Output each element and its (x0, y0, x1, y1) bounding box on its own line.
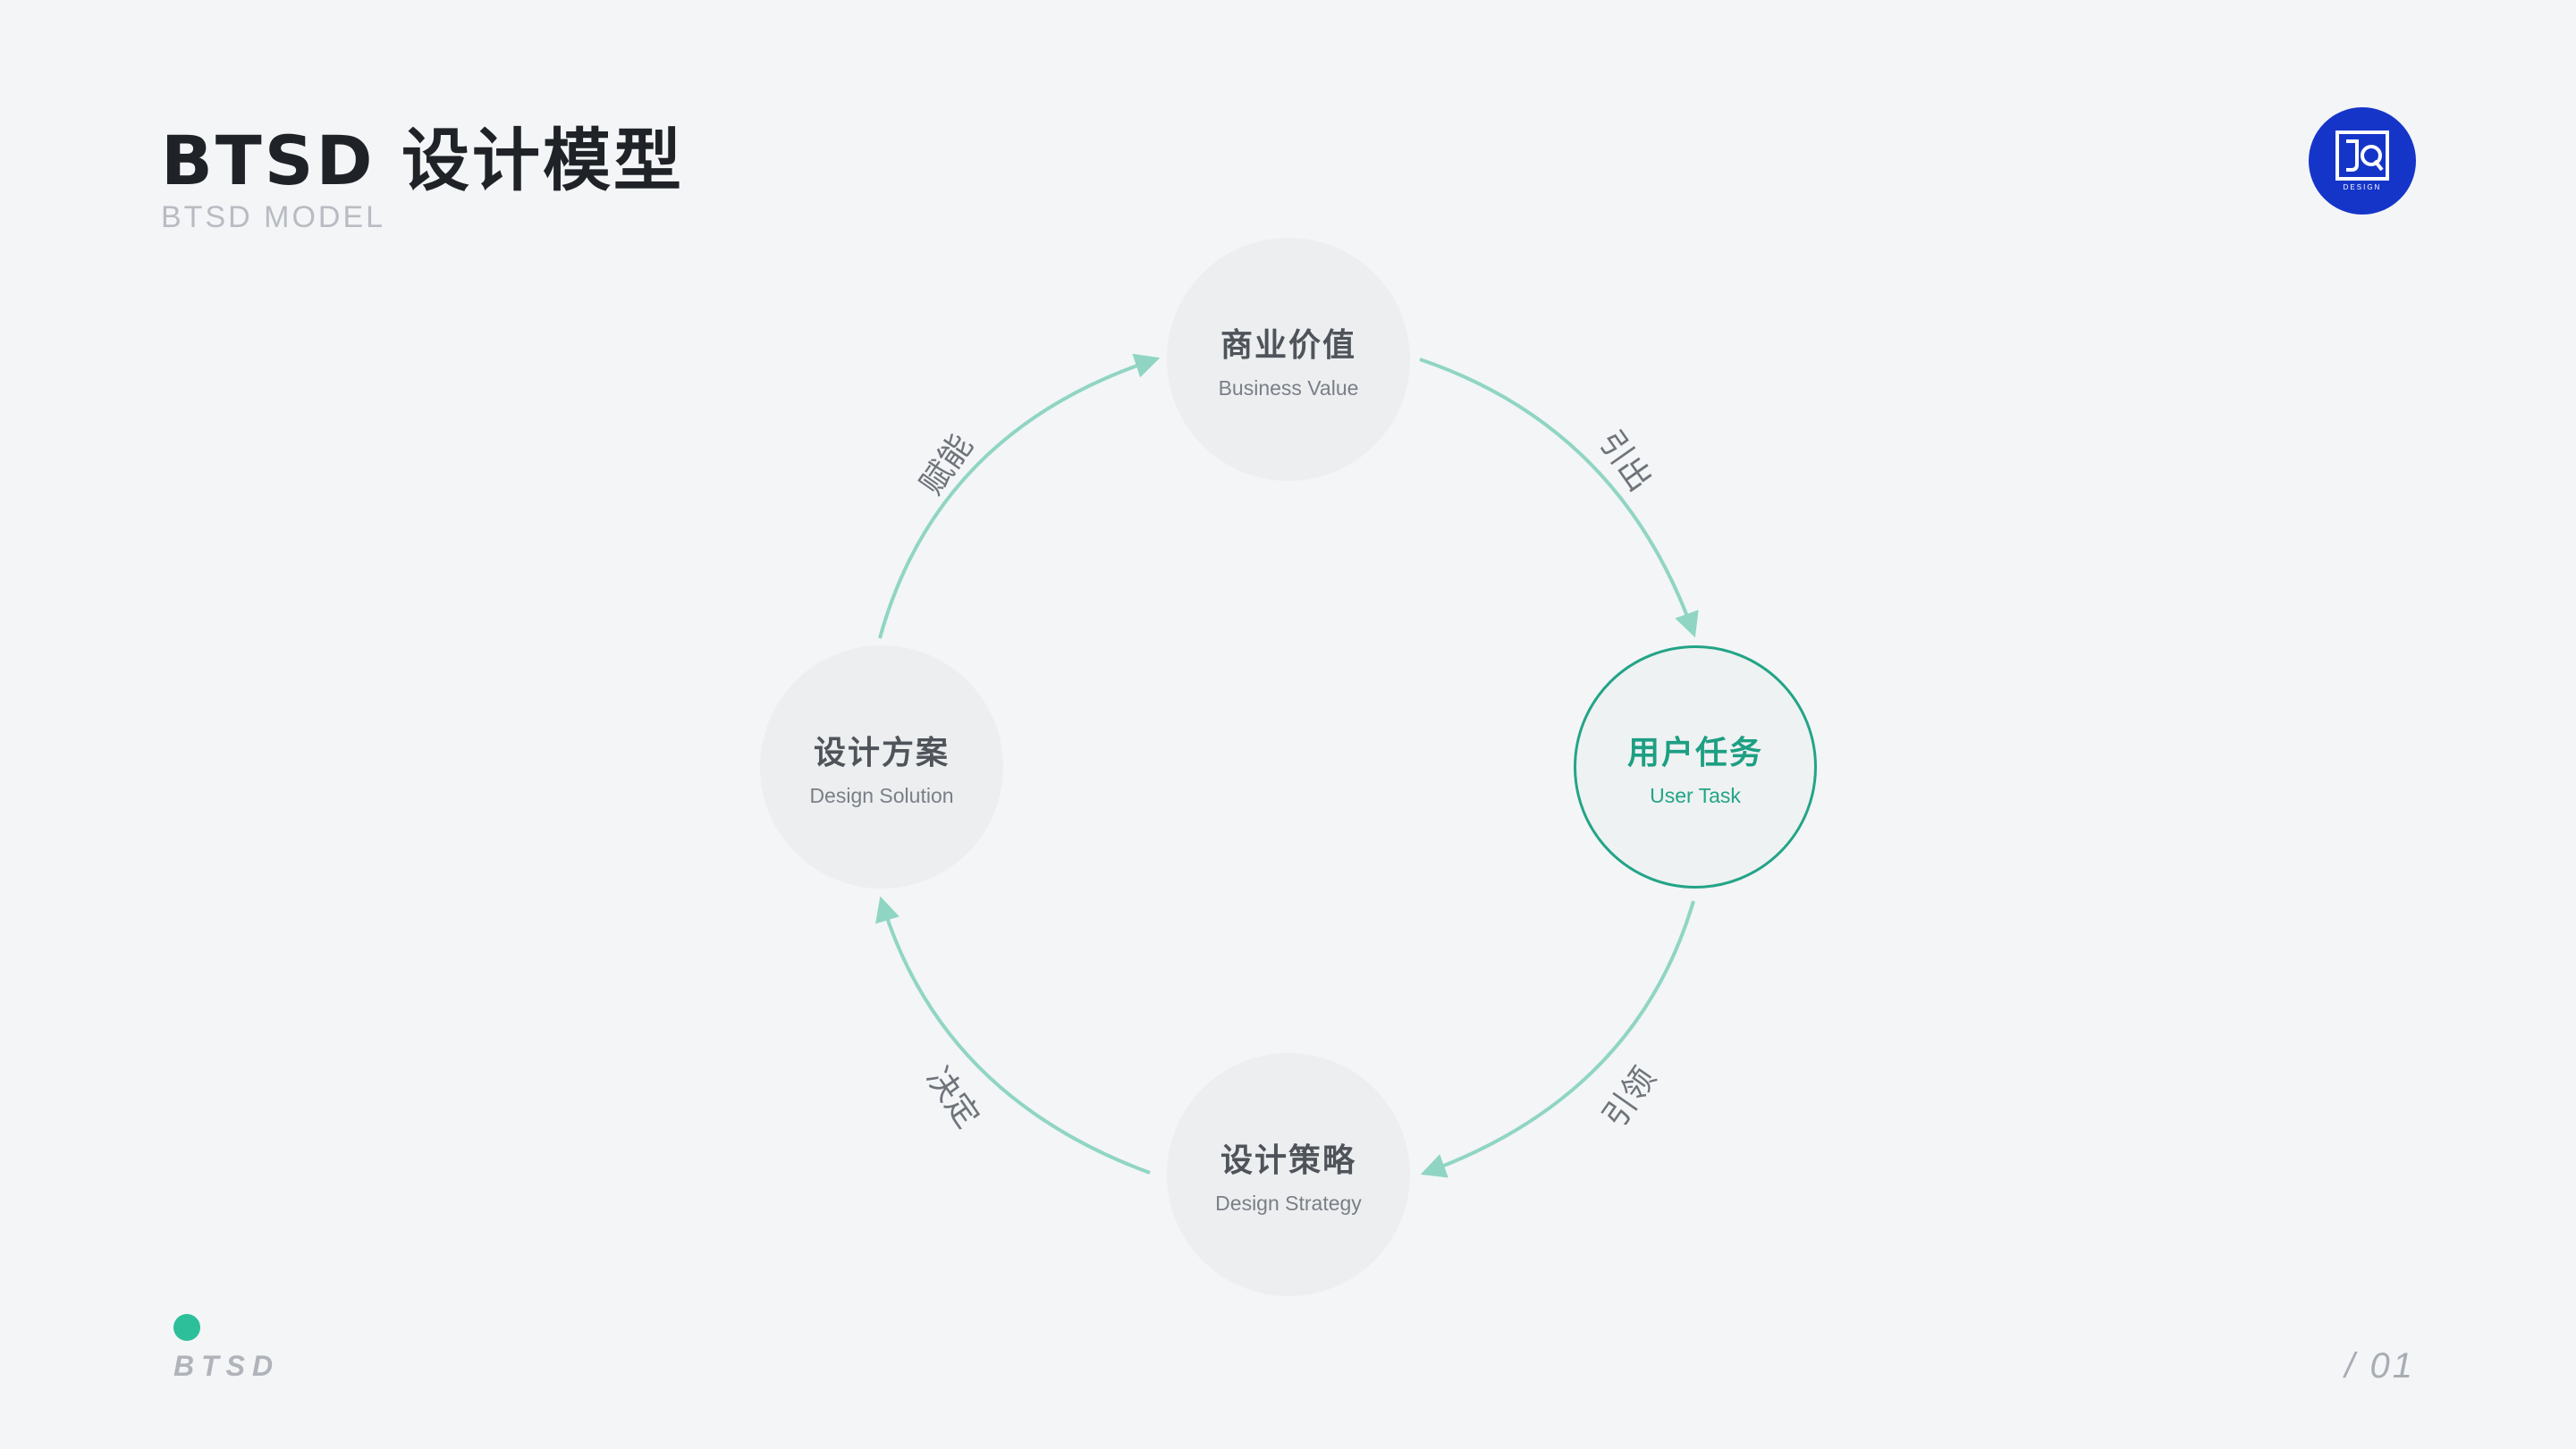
node-user-task-zh: 用户任务 (1626, 734, 1763, 771)
page-number: / 01 (2344, 1346, 2415, 1386)
logo-mark-icon: DESIGN (2335, 131, 2389, 191)
node-design-solution-en: Design Solution (809, 783, 954, 807)
node-user-task-en: User Task (1650, 783, 1741, 807)
brand-logo: DESIGN (2309, 107, 2416, 215)
arrow-task-to-strategy (1420, 900, 1695, 1178)
node-design-solution: 设计方案 Design Solution (760, 645, 1003, 889)
footer-brand: BTSD (173, 1350, 281, 1382)
node-design-strategy: 设计策略 Design Strategy (1167, 1053, 1410, 1296)
node-business-value: 商业价值 Business Value (1167, 238, 1410, 481)
node-design-strategy-en: Design Strategy (1215, 1191, 1362, 1215)
footer-dot (173, 1314, 200, 1341)
arrow-strategy-to-solution (875, 896, 1151, 1175)
node-business-value-en: Business Value (1218, 375, 1359, 400)
page-subtitle: BTSD MODEL (161, 200, 386, 234)
node-user-task: 用户任务 User Task (1574, 645, 1817, 889)
logo-caption: DESIGN (2344, 183, 2382, 191)
node-design-strategy-zh: 设计策略 (1220, 1142, 1356, 1179)
arrow-solution-to-value (878, 353, 1161, 639)
node-design-solution-zh: 设计方案 (813, 734, 950, 771)
page-title: BTSD 设计模型 (161, 121, 685, 200)
arrow-value-to-task (1419, 358, 1699, 638)
node-business-value-zh: 商业价值 (1220, 326, 1356, 364)
